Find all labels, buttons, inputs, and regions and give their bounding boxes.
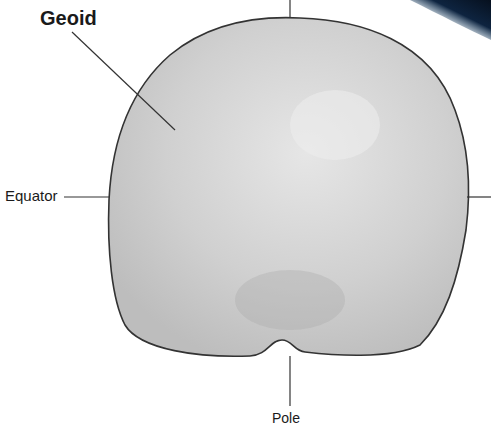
- corner-shade: [410, 0, 491, 40]
- equator-label: Equator: [5, 188, 58, 205]
- leader-line: [72, 32, 175, 130]
- equator-line-right: [467, 196, 491, 197]
- highlight: [290, 90, 380, 160]
- figure-label: Geoid: [40, 7, 97, 29]
- axis-line-top: [289, 0, 290, 18]
- geoid-outline: [109, 18, 469, 357]
- equator-line-left: [64, 196, 109, 197]
- axis-line-bottom: [289, 356, 290, 406]
- shading: [235, 270, 345, 330]
- pole-label: Pole: [272, 411, 300, 426]
